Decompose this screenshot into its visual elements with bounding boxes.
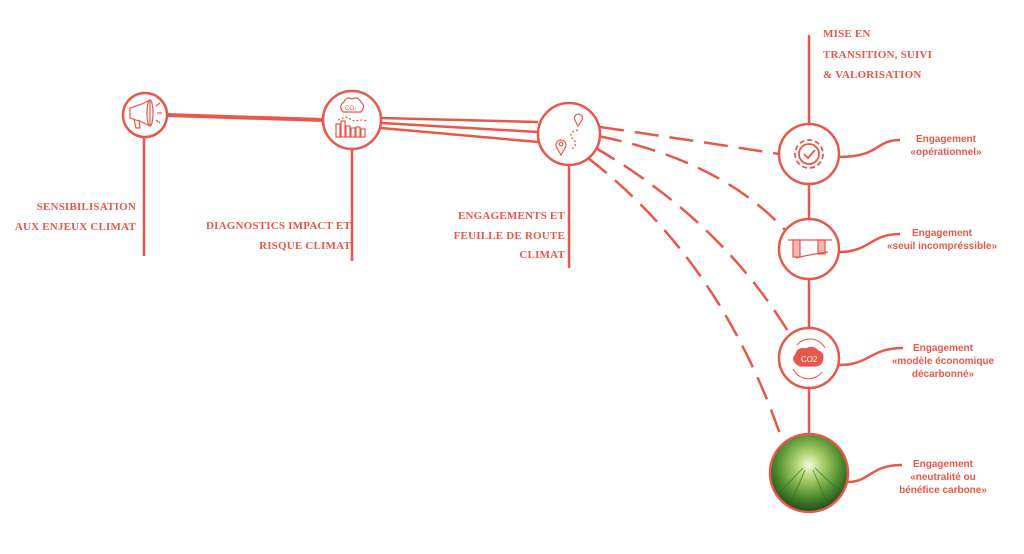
stage-label-mise-en-transition: MISE EN TRANSITION, SUIVI & VALORISATION: [823, 24, 932, 86]
co2-cloud-label: CO2: [801, 355, 818, 364]
label-connector: [838, 346, 904, 367]
gear-check-icon: [794, 139, 824, 169]
engagement-line: décarbonné»: [911, 369, 975, 380]
label-connector: [838, 138, 901, 159]
label-connector: [847, 463, 903, 484]
engagement-line: Engagement: [912, 459, 973, 470]
dashed-path: [587, 157, 783, 438]
engagement-circle-operationnel: [777, 122, 841, 186]
engagement-line: bénéfice carbone»: [899, 485, 987, 496]
connector-line: [380, 121, 539, 134]
stage-circle-engagements: [536, 101, 602, 167]
stage-circle-diagnostics: [321, 89, 383, 151]
stage-label-line: RISQUE CLIMAT: [259, 239, 351, 252]
engagement-line: «neutralité ou: [910, 472, 976, 483]
route-icon: [555, 113, 584, 157]
connector-line: [166, 113, 324, 122]
dashed-path: [599, 125, 780, 156]
stage-label-line: FEUILLE DE ROUTE: [453, 229, 565, 242]
dashed-path: [597, 134, 786, 231]
engagement-line: Engagement: [912, 343, 973, 354]
stage-label-engagements: ENGAGEMENTS ET FEUILLE DE ROUTE CLIMAT: [454, 207, 565, 266]
co2-small-label: CO₂: [345, 106, 357, 112]
engagement-circle-seuil: [777, 217, 841, 281]
stage-label-line: AUX ENJEUX CLIMAT: [14, 220, 136, 233]
engagement-label-seuil: Engagement «seuil incompréssible»: [872, 227, 1012, 253]
dashed-path: [593, 145, 791, 334]
engagement-label-modele: Engagement «modèle économique décarbonné…: [873, 342, 1013, 381]
engagement-line: «opérationnel»: [910, 147, 982, 158]
engagement-line: «seuil incompréssible»: [886, 241, 998, 252]
stage-label-diagnostics: DIAGNOSTICS IMPACT ET RISQUE CLIMAT: [206, 217, 351, 256]
threshold-icon: [788, 239, 832, 259]
engagement-circle-neutralite: [768, 432, 850, 514]
engagement-line: «modèle économique: [891, 356, 995, 367]
engagement-label-operationnel: Engagement «opérationnel»: [876, 133, 1016, 159]
co2-cloud-icon: [792, 338, 826, 380]
megaphone-icon: [129, 99, 162, 129]
stage-label-line: SENSIBILISATION: [36, 201, 136, 213]
connector-line: [380, 116, 539, 124]
stage-label-line: DIAGNOSTICS IMPACT ET: [206, 220, 351, 232]
engagement-label-neutralite: Engagement «neutralité ou bénéfice carbo…: [873, 458, 1013, 497]
forest-photo-icon: [781, 467, 837, 506]
stage-label-line: & VALORISATION: [823, 69, 922, 81]
engagement-line: Engagement: [915, 134, 976, 145]
co2-chart-icon: [335, 97, 369, 138]
label-connector: [838, 232, 901, 254]
stage-label-sensibilisation: SENSIBILISATION AUX ENJEUX CLIMAT: [15, 198, 136, 237]
stage-label-line: CLIMAT: [519, 249, 565, 261]
stage-label-line: MISE EN: [823, 28, 871, 40]
connector-line: [380, 126, 539, 144]
stage-label-line: TRANSITION, SUIVI: [823, 48, 933, 61]
stage-circle-sensibilisation: [121, 91, 169, 139]
engagement-line: Engagement: [911, 228, 972, 239]
stage-label-line: ENGAGEMENTS ET: [457, 210, 565, 222]
